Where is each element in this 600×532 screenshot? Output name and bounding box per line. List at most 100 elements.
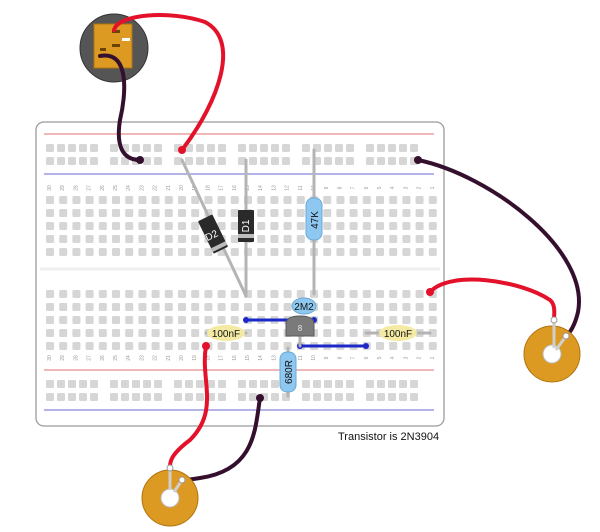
row-number: 23 [139,185,145,191]
rail-hole [366,393,374,401]
diode-d1-label: D1 [241,219,252,232]
capacitor-100nf-left: 100nF [207,325,245,341]
rail-hole [399,144,407,152]
row-number: 9 [324,186,330,189]
rail-hole [154,157,162,165]
rail-hole [249,144,257,152]
breadboard-hole [72,196,81,204]
row-number: 18 [205,355,211,361]
breadboard-hole [376,209,384,217]
breadboard-hole [112,329,120,337]
breadboard-hole [217,222,226,230]
breadboard-hole [283,303,292,311]
breadboard-hole [98,196,107,204]
breadboard-hole [46,235,54,243]
rail-hole [207,157,215,165]
resistor-680r: 680R [279,351,297,393]
breadboard-hole [402,316,411,324]
breadboard-hole [59,303,68,311]
wire-right-red [428,277,557,322]
breadboard-hole [85,290,94,298]
breadboard-hole [138,222,147,230]
breadboard-hole [138,196,147,204]
breadboard-hole [389,196,398,204]
rail-hole [110,393,118,401]
breadboard-hole [428,329,437,337]
row-number: 29 [60,355,66,361]
rail-hole [324,144,332,152]
rail-hole [196,144,204,152]
breadboard-hole [362,316,371,324]
row-number: 26 [100,185,106,191]
breadboard-hole [178,209,186,217]
breadboard-hole [98,235,107,243]
breadboard-hole [270,209,279,217]
breadboard-hole [389,316,398,324]
row-number: 25 [113,185,119,191]
rail-hole [121,380,129,388]
breadboard-hole [164,235,173,243]
wire-battery-negative [98,53,142,162]
rail-hole [143,380,151,388]
rail-hole [388,144,396,152]
rail-hole [366,157,374,165]
breadboard-hole [362,209,371,217]
breadboard-hole [296,248,305,256]
rail-hole [196,393,204,401]
row-number: 11 [298,185,304,190]
rail-hole [377,380,385,388]
breadboard-hole [151,329,160,337]
breadboard-hole [270,222,279,230]
breadboard-hole [151,196,160,204]
row-number: 7 [351,356,357,359]
breadboard-hole [296,235,305,243]
row-number: 13 [271,185,277,191]
rail-hole [249,157,257,165]
row-number: 28 [73,185,79,191]
breadboard-hole [178,222,186,230]
breadboard-hole [402,235,411,243]
rail-hole [324,380,332,388]
row-number: 8 [337,186,343,189]
breadboard-hole [296,196,305,204]
rail-hole [132,380,140,388]
capacitor-100nf-right: 100nF [379,325,417,341]
breadboard-hole [46,303,54,311]
breadboard-hole [257,303,266,311]
breadboard-hole [112,248,120,256]
breadboard-hole [323,235,332,243]
breadboard-hole [257,248,266,256]
breadboard-hole [362,303,371,311]
rail-hole [143,157,151,165]
breadboard-hole [415,235,424,243]
row-number: 15 [245,355,251,361]
breadboard-hole [204,303,213,311]
row-number: 14 [258,185,264,191]
breadboard-hole [415,342,424,350]
breadboard-hole [349,303,358,311]
rail-hole [185,380,193,388]
capacitor-right-label: 100nF [384,329,412,340]
breadboard-hole [125,329,134,337]
row-number: 30 [47,185,53,191]
breadboard-hole [402,342,411,350]
breadboard-hole [178,316,186,324]
breadboard-hole [230,209,239,217]
breadboard-hole [270,196,279,204]
rail-hole [79,393,87,401]
breadboard-hole [59,290,68,298]
rail-hole [218,144,226,152]
breadboard-hole [85,342,94,350]
rail-hole [324,157,332,165]
rail-hole [68,380,76,388]
breadboard-hole [178,303,186,311]
breadboard-hole [85,235,94,243]
rail-hole [207,380,215,388]
breadboard-hole [230,248,239,256]
breadboard-hole [125,316,134,324]
rail-hole [377,157,385,165]
rail-hole [410,380,418,388]
row-number: 10 [311,355,317,361]
breadboard-hole [138,329,147,337]
